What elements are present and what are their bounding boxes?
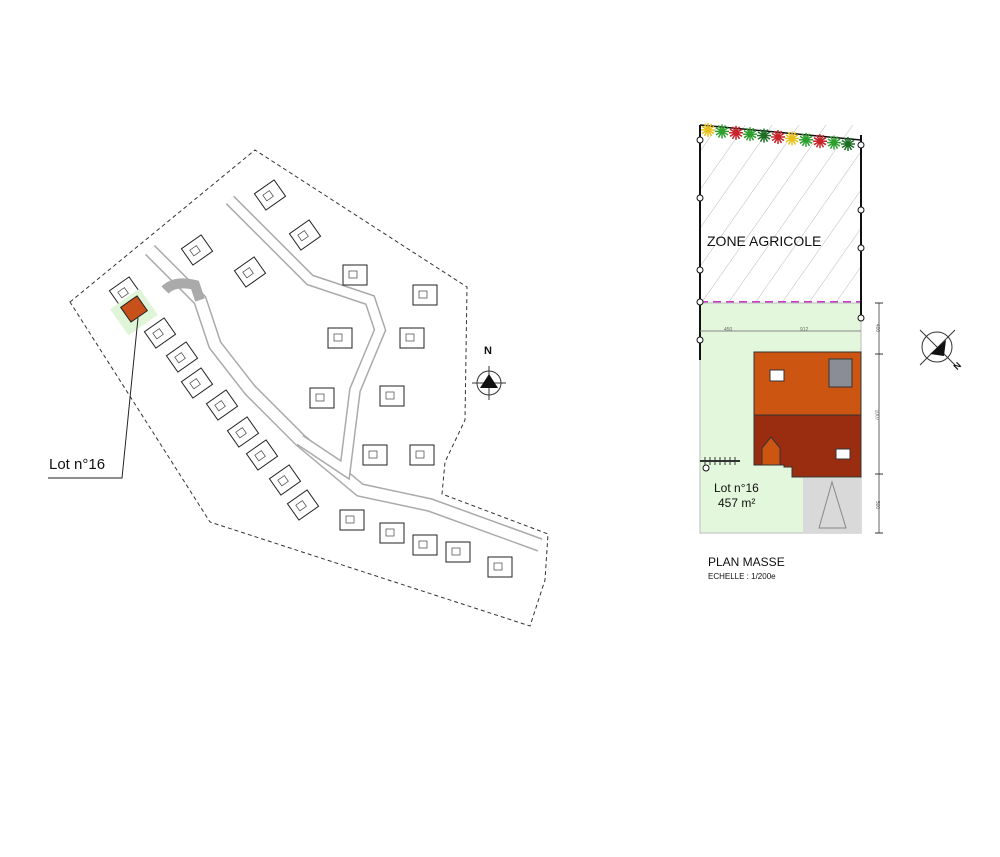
house-footprint [445,541,471,563]
house-footprint [379,522,405,544]
fence-post [696,266,704,274]
plan-masse-drawing [696,123,956,534]
fence-post [696,194,704,202]
fence-post [696,298,704,306]
lot-16-house [119,295,149,323]
subdivision-boundary [69,149,549,627]
dim-bottom: 500 [874,500,881,510]
shrub [799,132,813,147]
house-footprint [233,256,267,288]
house-footprint [339,509,365,531]
shrub [827,135,841,150]
fence-post [857,141,865,149]
house-footprint [412,284,438,306]
agricultural-zone [700,125,861,302]
house-footprint [268,464,302,496]
house-footprint [245,439,279,471]
parking-area [803,478,861,533]
house-footprint [165,341,199,373]
house-footprint [362,444,388,466]
north-label-left: N [484,345,492,357]
skylight [828,358,853,388]
house-footprint [180,367,214,399]
house-footprint [487,556,513,578]
dim-top: 400 [874,323,881,333]
dim-width: 912 [800,327,809,333]
house-footprint [327,327,353,349]
fence-post [696,136,704,144]
shrub [743,127,757,142]
lot-callout-line [48,317,139,479]
fence-post [702,464,710,472]
house-footprint [342,264,368,286]
shrub [785,131,799,146]
house-footprint [286,489,320,521]
house-footprint [288,219,322,251]
fence-post [696,336,704,344]
north-arrow-left [472,366,506,400]
north-arrow-right [919,329,956,366]
dim-left-offset: 450 [724,327,733,333]
house-footprint [226,416,260,448]
shrub [841,137,855,151]
house-footprint [399,327,425,349]
house-footprint [309,387,335,409]
zone-agricole-label: ZONE AGRICOLE [707,233,822,249]
lot-16-callout-label: Lot n°16 [49,456,106,473]
dim-house-depth: 1007 [873,409,880,421]
shrub [757,128,771,143]
subdivision-plan [48,149,549,627]
house-footprint [409,444,435,466]
shrub [701,123,715,137]
shrub [715,124,729,139]
fence-post [857,244,865,252]
shrub [813,134,827,149]
house-footprint [412,534,438,556]
house-footprint [379,385,405,407]
house-footprint [205,389,239,421]
plan-title: PLAN MASSE [708,555,785,569]
fence-post [857,206,865,214]
fence-post [857,314,865,322]
shrub [771,130,785,144]
lot-area: 457 m² [718,496,756,510]
house-footprint [143,317,177,349]
house-footprint [253,179,287,211]
lot-label: Lot n°16 [714,481,759,495]
shrub [729,125,743,140]
plan-scale: ECHELLE : 1/200e [708,572,776,581]
house-footprint [180,234,214,266]
